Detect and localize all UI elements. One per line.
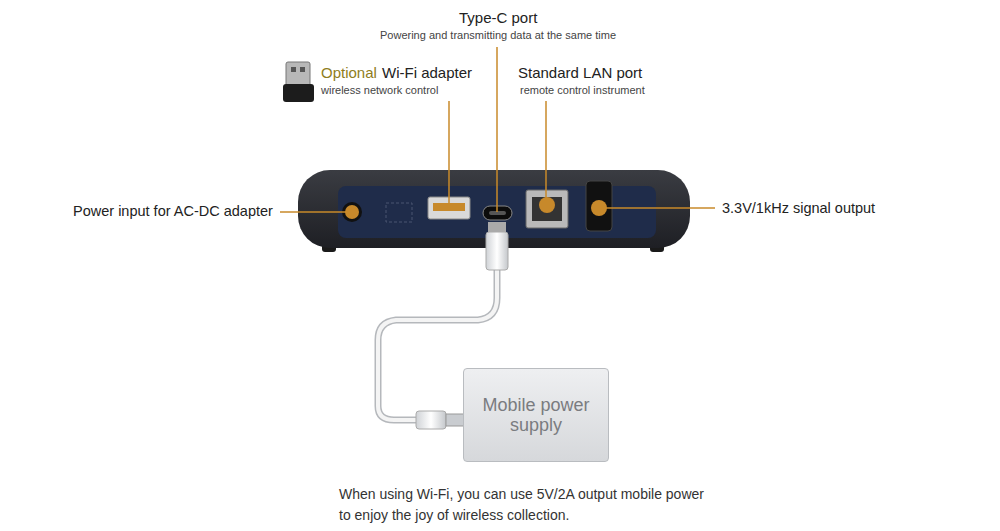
option-tag: Optional — [321, 64, 377, 81]
port-name: Standard LAN port — [518, 64, 642, 81]
port-note: Powering and transmitting data at the sa… — [380, 29, 616, 41]
power-bank-box: Mobile power supply — [463, 368, 609, 462]
port-note: wireless network control — [321, 84, 438, 96]
leader-lines — [280, 47, 715, 212]
port-name: Type-C port — [459, 9, 537, 26]
caption: When using Wi-Fi, you can use 5V/2A outp… — [339, 484, 709, 526]
wifi-dongle — [283, 62, 314, 102]
port-name: Wi-Fi adapter — [382, 64, 472, 81]
port-name: Power input for AC-DC adapter — [73, 203, 273, 219]
box-text: Mobile power supply — [476, 395, 596, 435]
port-name: 3.3V/1kHz signal output — [722, 200, 875, 216]
port-note: remote control instrument — [520, 84, 645, 96]
